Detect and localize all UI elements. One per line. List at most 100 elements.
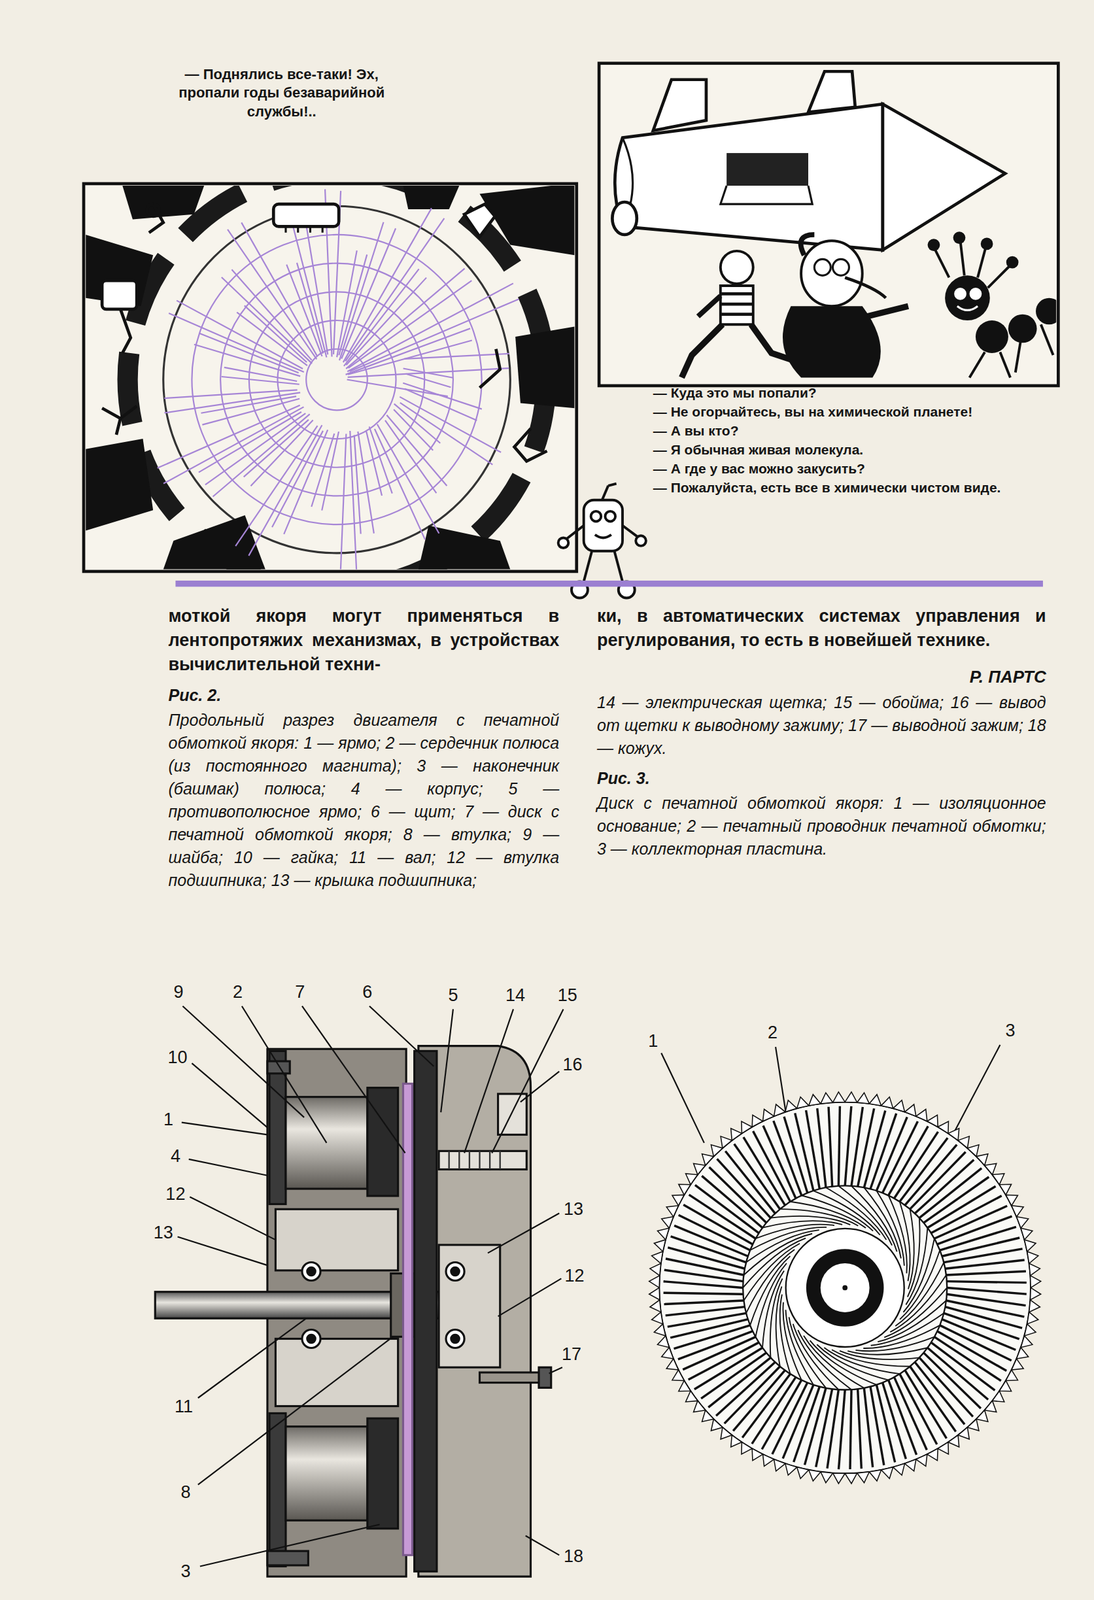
illustration-part — [491, 1008, 564, 1153]
illustration-part — [927, 1347, 989, 1400]
illustration-part — [801, 240, 863, 307]
illustration-part — [649, 1299, 662, 1313]
illustration-part — [881, 1467, 894, 1479]
illustration-part — [910, 1366, 957, 1433]
motor-section — [154, 1046, 552, 1578]
illustration-part — [663, 1106, 1027, 1470]
illustration-part — [954, 287, 967, 301]
illustration-part — [720, 285, 754, 325]
illustration-part — [164, 389, 297, 399]
illustration-part — [710, 1418, 722, 1431]
illustration-part — [927, 1186, 996, 1229]
illustration-part — [549, 1367, 563, 1374]
illustration-part — [976, 1154, 989, 1166]
callout-number: 2 — [232, 982, 243, 1001]
callout-number: 1 — [648, 1031, 658, 1050]
illustration-part — [538, 1367, 552, 1388]
illustration-part — [445, 1329, 465, 1348]
illustration-part — [816, 1388, 833, 1467]
illustration-part — [1024, 1324, 1036, 1336]
illustration-part — [946, 1300, 1025, 1317]
illustration-part — [307, 1334, 316, 1343]
illustration-part — [189, 1197, 276, 1241]
illustration-part — [937, 1442, 949, 1455]
illustration-part — [774, 1459, 786, 1472]
illustration-part — [904, 1459, 916, 1472]
illustration-part — [403, 368, 454, 378]
illustration-part — [984, 1163, 997, 1175]
illustration-part — [269, 1413, 286, 1567]
illustration-part — [1016, 1216, 1029, 1229]
illustration-part — [701, 1175, 763, 1228]
illustration-part — [899, 1373, 938, 1445]
illustration-part — [277, 320, 397, 439]
illustration-part — [343, 268, 420, 367]
illustration-part — [198, 1336, 394, 1485]
illustration-part — [857, 1108, 875, 1187]
illustration-part — [944, 275, 1057, 354]
illustration-part — [402, 185, 460, 210]
callout-number: 15 — [557, 986, 578, 1004]
illustration-part — [726, 153, 809, 186]
illustration-part — [85, 438, 154, 531]
illustration-part — [339, 222, 384, 361]
illustration-part — [188, 1159, 268, 1176]
illustration-part — [838, 1106, 840, 1187]
illustration-part — [742, 1186, 947, 1390]
illustration-part — [882, 103, 1006, 250]
illustration-part — [665, 1258, 744, 1276]
illustration-part — [984, 1400, 997, 1412]
illustration-part — [202, 398, 300, 426]
illustration-part — [227, 229, 317, 360]
illustration-part — [832, 258, 849, 276]
illustration-part — [349, 430, 357, 570]
text-column: — Поднялись все-таки! Эх, пропали годы б… — [163, 65, 401, 122]
illustration-part — [980, 238, 994, 251]
illustration-part — [302, 1329, 321, 1348]
cartoon-panel-right — [598, 63, 1063, 386]
illustration-part — [248, 425, 322, 556]
illustration-part — [731, 1128, 743, 1141]
illustration-part — [221, 376, 300, 385]
illustration-part — [102, 406, 137, 435]
illustration-part — [595, 534, 612, 539]
illustration-part — [657, 1335, 670, 1348]
illustration-part — [302, 1006, 406, 1154]
callout-number: 14 — [505, 986, 526, 1004]
illustration-part — [402, 383, 482, 410]
illustration-part — [957, 1136, 970, 1149]
illustration-part — [345, 218, 445, 361]
illustration-part — [828, 1107, 833, 1187]
illustration-part — [667, 1313, 747, 1327]
illustration-part — [445, 1262, 465, 1281]
illustration-part — [672, 1369, 684, 1381]
illustration-part — [770, 1278, 783, 1358]
illustration-part — [957, 306, 978, 310]
illustration-part — [876, 1384, 895, 1463]
illustration-part — [857, 1471, 870, 1484]
illustration-part — [661, 1053, 705, 1144]
illustration-part — [194, 344, 301, 377]
illustration-part — [418, 525, 511, 570]
illustration-part — [795, 1112, 814, 1191]
illustration-part — [782, 306, 881, 378]
dialog-line: — Я обычная живая молекула. — [653, 440, 1054, 460]
illustration-part — [672, 1194, 684, 1206]
text-column: — Куда это мы попали?— Не огорчайтесь, в… — [653, 383, 1054, 498]
illustration-part — [649, 1287, 660, 1300]
illustration-part — [367, 1088, 399, 1197]
callout-number: 7 — [294, 982, 305, 1001]
illustration-part — [451, 1334, 460, 1343]
illustration-part — [992, 1390, 1005, 1402]
illustration-part — [844, 1473, 858, 1484]
illustration-part — [651, 1312, 664, 1325]
illustration-part — [976, 1410, 989, 1422]
illustration-part — [649, 1275, 660, 1289]
article-text: моткой якоря могут применяться в лентопр… — [168, 604, 560, 677]
illustration-part — [720, 1427, 732, 1440]
illustration-part — [402, 1083, 412, 1556]
illustration-part — [688, 1342, 760, 1380]
illustration-part — [440, 1008, 454, 1113]
illustration-part — [814, 258, 831, 276]
